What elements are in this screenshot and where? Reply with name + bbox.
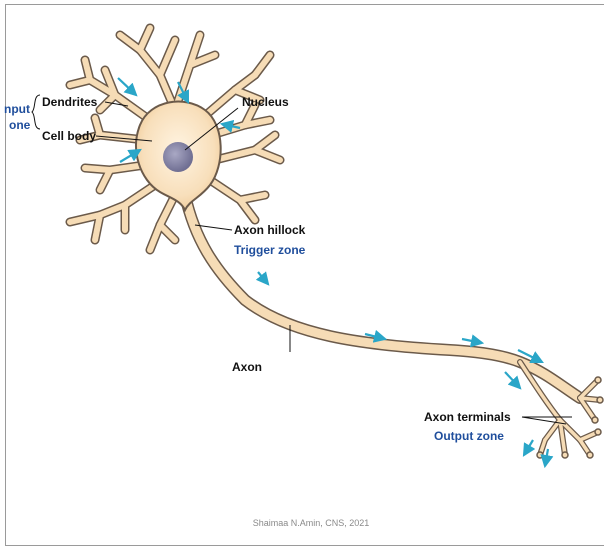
signal-arrow (118, 78, 136, 95)
axon-label: Axon (232, 360, 262, 374)
cell-body-label: Cell body (42, 129, 96, 143)
trigger-zone-label: Trigger zone (234, 243, 306, 257)
input-zone-label-line2: one (9, 118, 31, 132)
axon-terminals-label: Axon terminals (424, 410, 511, 424)
input-zone-label-line1: nput (4, 102, 30, 116)
axon-terminals (520, 362, 603, 458)
credit-text: Shaimaa N.Amin, CNS, 2021 (253, 518, 370, 528)
signal-arrow (545, 449, 548, 466)
signal-arrow (524, 440, 533, 455)
output-zone-label: Output zone (434, 429, 504, 443)
nucleus (163, 142, 193, 172)
signal-arrow (462, 339, 482, 343)
axon-hillock-label: Axon hillock (234, 223, 306, 237)
signal-arrow (505, 372, 520, 388)
nucleus-label: Nucleus (242, 95, 289, 109)
dendrites-label: Dendrites (42, 95, 98, 109)
leader-lines (32, 95, 572, 424)
signal-arrow (258, 272, 268, 284)
